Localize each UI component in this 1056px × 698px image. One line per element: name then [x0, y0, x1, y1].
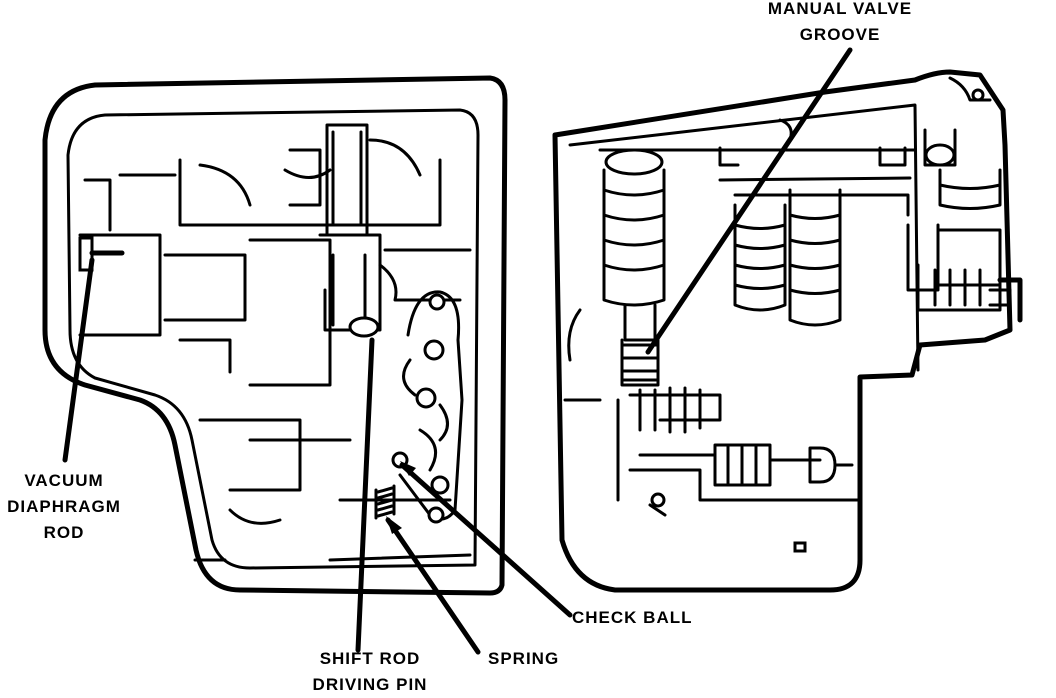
- leader-lines: [62, 47, 853, 655]
- label-check-ball: CHECK BALL: [572, 608, 693, 627]
- label-vacuum-diaphragm-rod: VACUUM DIAPHRAGM ROD: [0, 468, 134, 546]
- label-shift-rod-driving-pin: SHIFT ROD DRIVING PIN: [290, 646, 450, 698]
- arrowhead-spring: [386, 516, 402, 534]
- label-vacuum-line-3: ROD: [43, 523, 85, 542]
- label-vacuum-line-2: DIAPHRAGM: [7, 497, 121, 516]
- label-manual-valve-line-2: GROOVE: [799, 25, 881, 44]
- label-manual-valve-groove: MANUAL VALVE GROOVE: [750, 0, 930, 48]
- right-valve-body: [552, 69, 1023, 593]
- leader-check-ball: [399, 462, 573, 618]
- arrowhead-check-ball: [400, 461, 416, 476]
- leader-spring: [385, 517, 481, 655]
- label-shift-rod-line-2: DRIVING PIN: [312, 675, 428, 694]
- leader-vacuum-rod: [62, 257, 95, 463]
- label-spring: SPRING: [488, 649, 560, 668]
- label-manual-valve-line-1: MANUAL VALVE: [767, 0, 913, 18]
- left-valve-body: [42, 75, 508, 596]
- label-vacuum-line-1: VACUUM: [24, 471, 104, 490]
- leader-manual-valve-groove: [645, 47, 853, 355]
- label-shift-rod-line-1: SHIFT ROD: [319, 649, 421, 668]
- leader-shift-rod: [355, 337, 375, 653]
